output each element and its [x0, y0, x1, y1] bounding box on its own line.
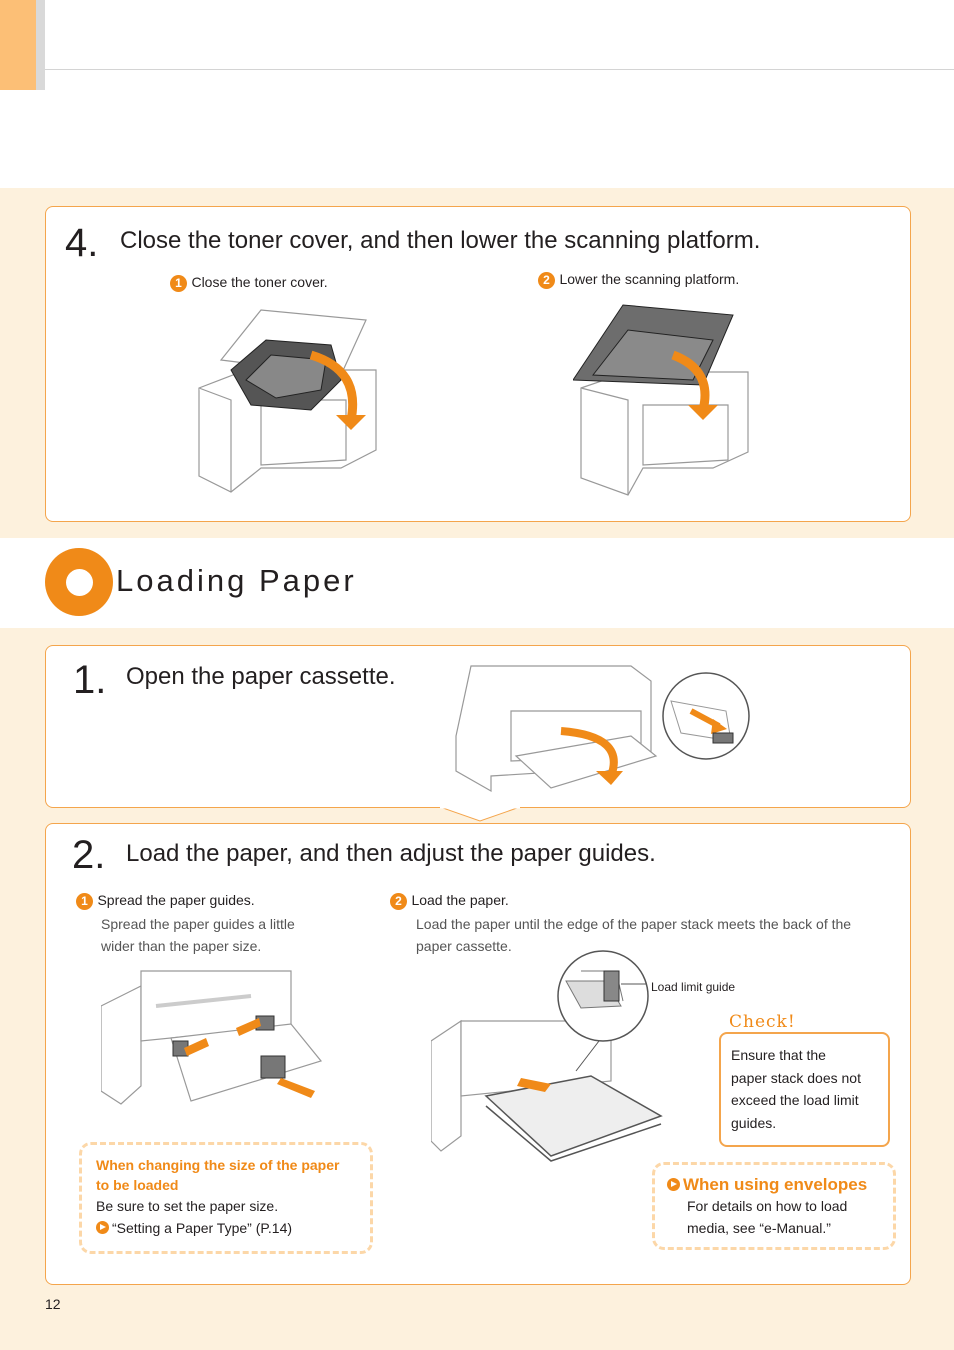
- note-paper-size: When changing the size of the paper to b…: [79, 1142, 373, 1254]
- step2-sub2: 2 Load the paper.: [390, 892, 509, 910]
- load-paper-illustration: [431, 950, 663, 1162]
- header-rule: [45, 69, 954, 70]
- step2-sub2-desc-line1: Load the paper until the edge of the pap…: [416, 916, 852, 932]
- printer-close-toner-illustration: [198, 309, 377, 493]
- section-circle-center: [66, 569, 93, 596]
- step-badge-2: 2: [390, 893, 407, 910]
- check-line3: exceed the load limit: [731, 1092, 859, 1108]
- panel-connector: [440, 807, 520, 822]
- note-paper-size-heading-1: When changing the size of the paper: [96, 1157, 340, 1173]
- check-box: Ensure that the paper stack does not exc…: [719, 1032, 890, 1147]
- note-envelopes-line1: For details on how to load: [687, 1198, 848, 1214]
- step1-title: Open the paper cassette.: [126, 663, 396, 690]
- note-paper-size-link-text[interactable]: “Setting a Paper Type” (P.14): [112, 1220, 293, 1236]
- check-line1: Ensure that the: [731, 1047, 826, 1063]
- step1-number: 1.: [73, 658, 107, 702]
- step4-title: Close the toner cover, and then lower th…: [120, 227, 761, 254]
- step2-sub2-desc-line2: paper cassette.: [416, 938, 512, 954]
- step2-sub1: 1 Spread the paper guides.: [76, 892, 255, 910]
- arrow-right-icon: [667, 1178, 680, 1191]
- note-paper-size-link[interactable]: “Setting a Paper Type” (P.14): [96, 1217, 366, 1239]
- step4-sub2-label: Lower the scanning platform.: [559, 271, 740, 287]
- paper-cassette-illustration: [455, 665, 750, 793]
- step1-panel: 1. Open the paper cassette.: [45, 645, 911, 808]
- check-title: Check!: [729, 1012, 796, 1032]
- step2-sub1-desc-line2: wider than the paper size.: [101, 938, 262, 954]
- printer-lower-platform-illustration: [573, 304, 749, 496]
- page-number: 12: [45, 1296, 61, 1312]
- step4-panel: 4. Close the toner cover, and then lower…: [45, 206, 911, 522]
- step4-sub1: 1 Close the toner cover.: [170, 274, 328, 292]
- step2-number: 2.: [72, 833, 106, 877]
- load-limit-guide-callout: Load limit guide: [651, 980, 736, 994]
- note-envelopes: When using envelopes For details on how …: [652, 1162, 896, 1250]
- header-tab: [0, 0, 36, 90]
- header-tab-shadow: [36, 0, 45, 90]
- note-envelopes-heading[interactable]: When using envelopes: [667, 1175, 892, 1195]
- note-paper-size-heading-2: to be loaded: [96, 1177, 179, 1193]
- section-title: Loading Paper: [116, 563, 357, 598]
- step2-panel: 2. Load the paper, and then adjust the p…: [45, 823, 911, 1285]
- spread-guides-illustration: [101, 970, 323, 1105]
- step2-sub2-label: Load the paper.: [411, 892, 509, 908]
- note-envelopes-heading-text[interactable]: When using envelopes: [683, 1175, 868, 1194]
- step2-sub1-desc-line1: Spread the paper guides a little: [101, 916, 295, 932]
- step-badge-1: 1: [76, 893, 93, 910]
- check-line4: guides.: [731, 1114, 777, 1131]
- note-paper-size-text: Be sure to set the paper size.: [96, 1198, 279, 1214]
- check-line2: paper stack does not: [731, 1069, 861, 1086]
- step-badge-2: 2: [538, 272, 555, 289]
- step4-sub1-label: Close the toner cover.: [191, 274, 328, 290]
- step2-sub1-desc: Spread the paper guides a little wider t…: [101, 913, 295, 957]
- step2-title: Load the paper, and then adjust the pape…: [126, 840, 656, 867]
- step2-sub2-desc: Load the paper until the edge of the pap…: [416, 913, 851, 957]
- step4-number: 4.: [65, 221, 99, 265]
- step2-sub1-label: Spread the paper guides.: [97, 892, 255, 908]
- step4-sub2: 2 Lower the scanning platform.: [538, 271, 739, 289]
- note-paper-size-content: When changing the size of the paper to b…: [96, 1155, 366, 1239]
- step-badge-1: 1: [170, 275, 187, 292]
- note-envelopes-line2: media, see “e-Manual.”: [687, 1220, 831, 1236]
- arrow-right-icon: [96, 1221, 109, 1234]
- note-envelopes-content: When using envelopes For details on how …: [667, 1175, 892, 1239]
